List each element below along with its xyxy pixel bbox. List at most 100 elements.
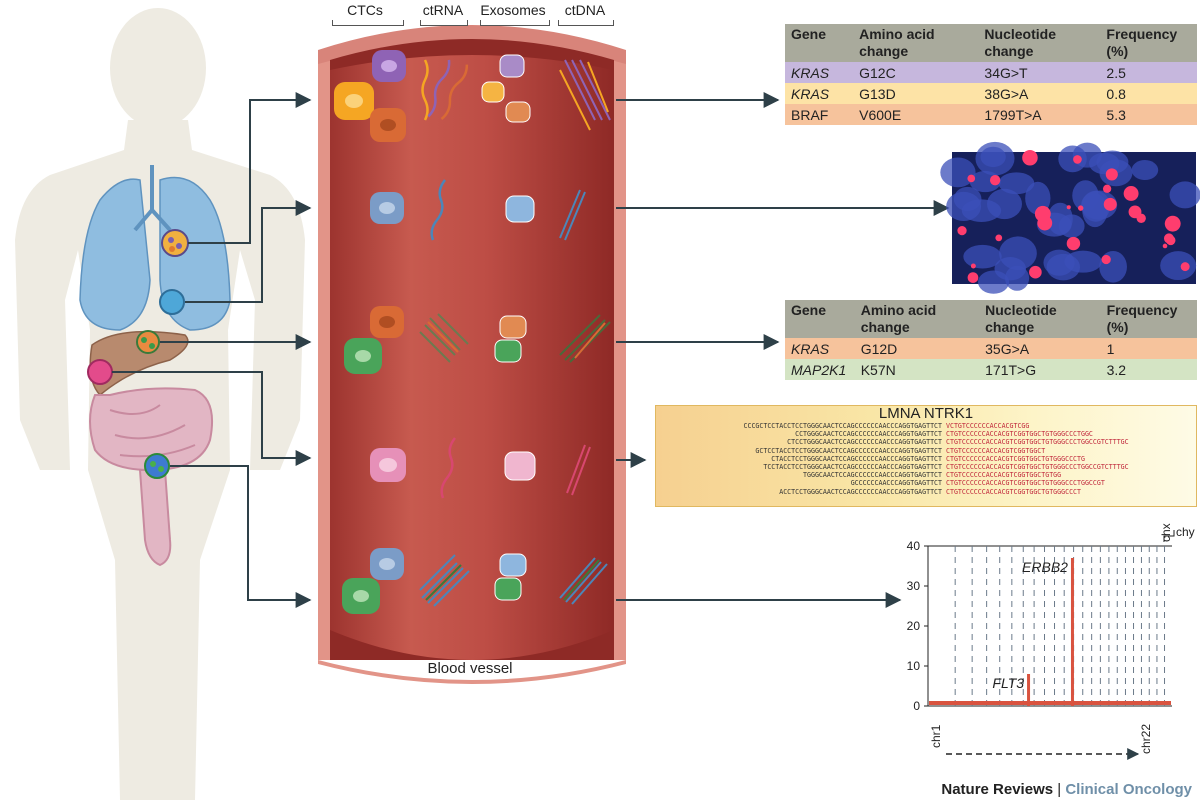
table1-cell-freq: 0.8 bbox=[1106, 85, 1126, 102]
tumour-liver bbox=[136, 330, 160, 354]
y-tick-label: 0 bbox=[913, 699, 920, 713]
fluorescent-spot bbox=[1073, 155, 1082, 164]
journal-section: Clinical Oncology bbox=[1065, 781, 1192, 798]
nucleus bbox=[987, 188, 1022, 220]
fluorescent-spot bbox=[1164, 215, 1181, 232]
nucleus bbox=[1131, 160, 1159, 181]
table1-cell-gene: BRAF bbox=[791, 106, 829, 123]
fluorescent-spot bbox=[957, 226, 967, 236]
journal-credit: Nature Reviews | Clinical Oncology bbox=[941, 781, 1192, 798]
nucleus bbox=[940, 157, 976, 188]
tumour-lung-lower bbox=[159, 289, 185, 315]
fusion-sequence-right: VCTGTCCCCCCACCACGTCGG CTGTCCCCCCACCACGTC… bbox=[946, 422, 1129, 496]
table2-cell-gene: KRAS bbox=[791, 340, 830, 357]
table1-cell-nt: 38G>A bbox=[984, 85, 1029, 102]
fluorescent-spot bbox=[1029, 265, 1042, 279]
intestines bbox=[89, 387, 214, 567]
fluorescent-spot bbox=[967, 174, 976, 183]
fluorescent-spot bbox=[1162, 243, 1168, 249]
table2-cell-aa: G12D bbox=[860, 340, 898, 357]
table2-col-header: Gene bbox=[785, 300, 855, 338]
fusion-sequence-panel: LMNA NTRK1 CCCGCTCCTACCTCCTGGGCAACTCCAGC… bbox=[655, 405, 1197, 507]
table1-cell-nt: 34G>T bbox=[984, 64, 1028, 81]
fluorescent-spot bbox=[989, 175, 1001, 186]
table2-col-header: Amino acid change bbox=[854, 300, 980, 338]
fusion-title: LMNA NTRK1 bbox=[878, 405, 974, 422]
table1-cell-freq: 2.5 bbox=[1106, 64, 1126, 81]
fluorescent-spot bbox=[1034, 205, 1051, 222]
table1-col-header: Amino acid change bbox=[853, 24, 979, 62]
table1-cell-aa: G13D bbox=[859, 85, 896, 102]
table2-cell-aa: K57N bbox=[860, 361, 896, 378]
nucleus bbox=[1005, 265, 1030, 291]
table2-col-header: Nucleotide change bbox=[979, 300, 1101, 338]
fluorescent-spot bbox=[1105, 168, 1118, 181]
nucleus bbox=[1160, 251, 1197, 281]
peak-label: FLT3 bbox=[992, 675, 1024, 691]
table2-cell-gene: MAP2K1 bbox=[791, 361, 847, 378]
x-start-label: chr1 bbox=[929, 724, 943, 748]
fluorescent-spot bbox=[1165, 235, 1176, 246]
liver bbox=[89, 330, 189, 397]
x-end-label: chr22 bbox=[1139, 724, 1153, 754]
credit-separator: | bbox=[1053, 781, 1066, 798]
chx-label: chx bbox=[1159, 523, 1173, 542]
table1-cell-gene: KRAS bbox=[791, 85, 830, 102]
table1-cell-aa: G12C bbox=[859, 64, 896, 81]
header-exosomes: Exosomes bbox=[480, 2, 546, 18]
table1-cell-gene: KRAS bbox=[791, 64, 830, 81]
fluorescent-spot bbox=[1022, 149, 1038, 166]
fluorescent-spot bbox=[1102, 184, 1112, 193]
bracket-exosomes bbox=[480, 20, 550, 26]
table1-cell-aa: V600E bbox=[859, 106, 902, 123]
table2-cell-freq: 3.2 bbox=[1106, 361, 1127, 378]
table1-cell-nt: 1799T>A bbox=[984, 106, 1042, 123]
nucleus bbox=[980, 146, 1006, 168]
fluorescent-spot bbox=[1103, 197, 1117, 211]
nucleus bbox=[1064, 250, 1102, 273]
table2-cell-freq: 1 bbox=[1106, 340, 1115, 357]
baseline-copy-number bbox=[929, 701, 1171, 705]
bracket-ctrna bbox=[420, 20, 468, 26]
body-to-vessel-arrows bbox=[112, 92, 312, 608]
peak-label: ERBB2 bbox=[1022, 559, 1068, 575]
header-ctrna: ctRNA bbox=[422, 2, 464, 18]
table1-row: KRAS G13D 38G>A 0.8 bbox=[785, 83, 1197, 104]
nucleus bbox=[963, 244, 1002, 269]
fluorescent-spot bbox=[1077, 205, 1084, 211]
fluorescent-spot bbox=[1180, 262, 1190, 272]
peak-bar bbox=[1070, 558, 1074, 706]
nucleus bbox=[1169, 181, 1200, 209]
y-tick-label: 10 bbox=[907, 659, 921, 673]
fluorescent-spot bbox=[1066, 236, 1081, 251]
journal-name: Nature Reviews bbox=[941, 781, 1054, 798]
chy-label: chy bbox=[1176, 525, 1195, 539]
peak-bar bbox=[1027, 674, 1031, 706]
nucleus bbox=[1082, 193, 1108, 228]
y-tick-label: 30 bbox=[907, 579, 921, 593]
nucleus bbox=[998, 172, 1035, 195]
fluorescent-spot bbox=[1136, 213, 1146, 223]
fluorescent-spot bbox=[967, 272, 979, 283]
tumour-colon-mixed bbox=[144, 453, 170, 479]
nucleus bbox=[1099, 250, 1127, 283]
nucleus bbox=[999, 236, 1037, 270]
table1-col-header: Nucleotide change bbox=[978, 24, 1101, 62]
table1-col-header: Gene bbox=[785, 24, 854, 62]
bracket-ctcs bbox=[332, 20, 404, 26]
fusion-sequence-left: CCCGCTCCTACCTCCTGGGCAACTCCAGCCCCCCAACCCA… bbox=[743, 422, 943, 496]
nucleus bbox=[953, 186, 982, 212]
fluorescent-spot bbox=[970, 263, 976, 269]
fluorescence-micrograph bbox=[940, 141, 1200, 294]
header-ctcs: CTCs bbox=[347, 2, 383, 18]
table1-col-header: Frequency (%) bbox=[1100, 24, 1197, 62]
tumour-lung-upper bbox=[161, 229, 189, 257]
y-tick-label: 20 bbox=[907, 619, 921, 633]
